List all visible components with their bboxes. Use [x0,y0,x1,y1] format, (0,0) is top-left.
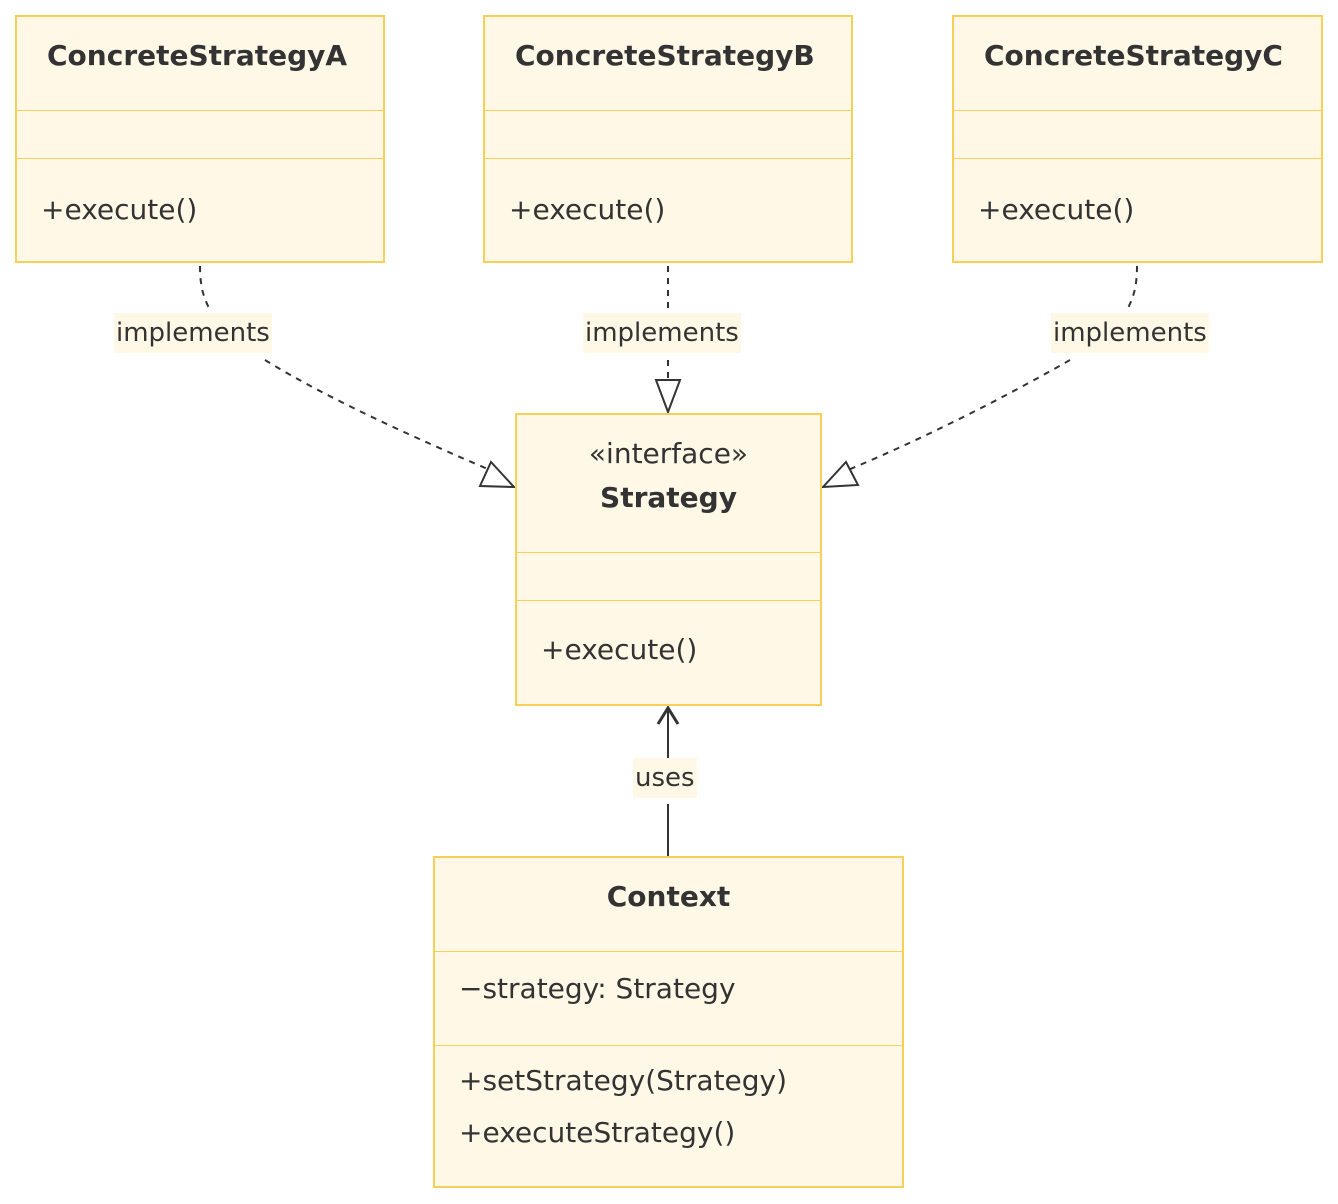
class-concrete-strategy-b[interactable]: ConcreteStrategyB +execute() [483,15,853,263]
method-execute: +execute() [978,193,1135,226]
class-name: Context [606,880,731,913]
edge-label-implements-b: implements [583,313,741,353]
edge-label-uses: uses [633,758,697,798]
attributes-section [485,111,851,159]
class-name: ConcreteStrategyB [515,39,815,72]
class-context[interactable]: Context −strategy: Strategy +setStrategy… [433,856,904,1188]
class-name: ConcreteStrategyA [47,39,348,72]
attributes-section [517,553,820,601]
method-execute: +execute() [41,193,198,226]
implements-arrowhead-a [478,460,517,489]
edge-label-implements-a: implements [114,313,272,353]
edge-implements-c [847,265,1138,471]
class-concrete-strategy-a[interactable]: ConcreteStrategyA +execute() [15,15,385,263]
attributes-section [954,111,1321,159]
method-execute: +execute() [541,633,698,666]
class-name: Strategy [600,481,737,514]
interface-strategy[interactable]: «interface» Strategy +execute() [515,413,822,706]
method-execute-strategy: +executeStrategy() [459,1116,736,1149]
method-set-strategy: +setStrategy(Strategy) [459,1064,788,1097]
class-concrete-strategy-c[interactable]: ConcreteStrategyC +execute() [952,15,1323,263]
implements-arrowhead-b [654,379,682,415]
edge-label-implements-c: implements [1051,313,1209,353]
stereotype-label: «interface» [588,437,749,470]
class-name: ConcreteStrategyC [984,39,1283,72]
attribute-strategy: −strategy: Strategy [459,972,736,1005]
implements-arrowhead-c [820,460,860,489]
edge-implements-a [199,265,491,471]
attributes-section [17,111,383,159]
attributes-section: −strategy: Strategy [435,952,902,1046]
uses-arrowhead [656,705,680,725]
method-execute: +execute() [509,193,666,226]
